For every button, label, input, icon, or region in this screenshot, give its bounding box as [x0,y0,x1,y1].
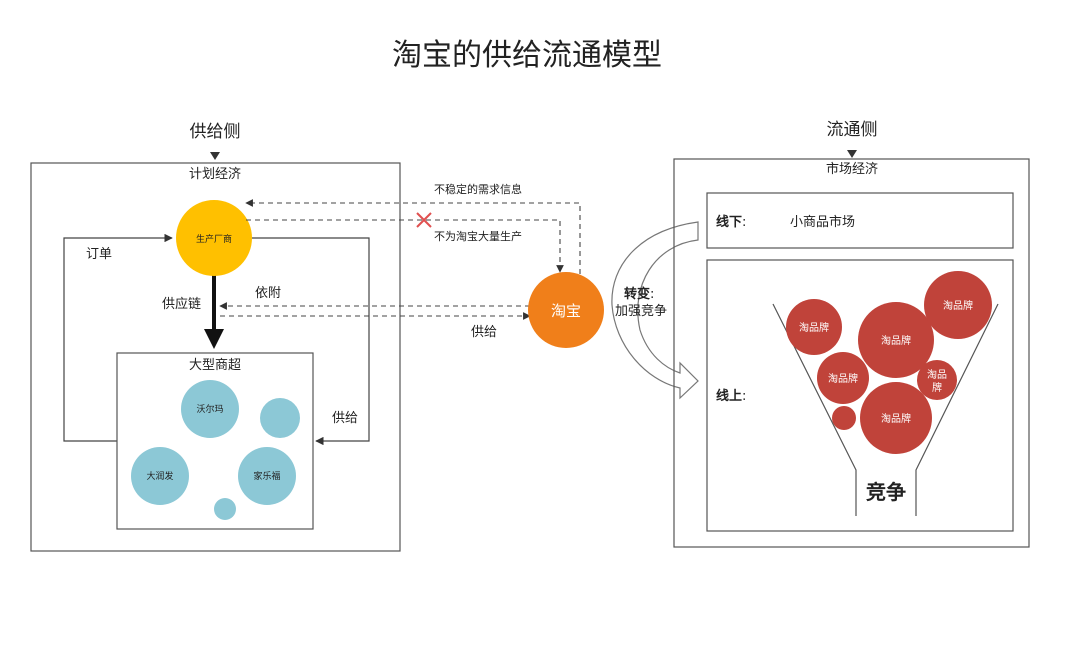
supermarket-box [116,352,314,530]
order-label: 订单 [86,247,112,262]
transform-subtitle: 加强竞争 [615,303,667,319]
manufacturer-label: 生产厂商 [196,233,232,245]
order-loop-line [63,233,173,442]
manufacturer-node [176,200,252,276]
supply-label: 供给 [332,411,358,426]
supply-side-frame [30,162,401,552]
supermarket-title: 大型商超 [189,358,241,373]
store-bubble-carrefour [238,447,296,505]
taobao-supply-label: 供给 [471,325,497,340]
transform-curved-arrow [611,221,699,400]
brand-bubble-7 [832,406,856,430]
diagram-title: 淘宝的供给流通模型 [392,38,662,73]
store-bubble-blank-2 [214,498,236,520]
brand-bubble-4 [817,352,869,404]
unstable-demand-line [245,199,581,283]
circulation-economy-label: 市场经济 [826,161,878,177]
competition-label: 竞争 [866,480,906,504]
competition-funnel [772,303,999,516]
offline-label: 线下: [716,214,746,230]
online-label: 线上: [716,388,746,404]
supply-side-header: 供给侧 [190,122,241,142]
supply-chain-label: 供应链 [162,296,201,312]
brand-bubble-3 [924,271,992,339]
brand-bubble-5 [917,360,957,400]
offline-box [706,192,1014,249]
taobao-node [528,272,604,348]
brand-label-5-bottom: 牌 [932,381,942,394]
circulation-header-pointer-icon [847,150,857,158]
store-bubble-rtmart [131,447,189,505]
store-label-walmart: 沃尔玛 [196,403,223,415]
brand-label-2: 淘品牌 [881,334,911,347]
brand-bubble-1 [786,299,842,355]
brand-bubble-6 [860,382,932,454]
supply-header-pointer-icon [210,152,220,160]
unstable-demand-label: 不稳定的需求信息 [434,182,522,196]
offline-value: 小商品市场 [790,214,855,230]
circulation-side-frame [673,158,1030,548]
transform-title: 转变: [624,286,654,302]
store-bubble-walmart [181,380,239,438]
store-label-carrefour: 家乐福 [253,470,280,482]
taobao-label: 淘宝 [551,302,581,320]
brand-label-1: 淘品牌 [799,321,829,334]
supply-loop-line [252,237,370,446]
circulation-side-header: 流通侧 [827,120,878,140]
brand-label-3: 淘品牌 [943,299,973,312]
brand-label-6: 淘品牌 [881,412,911,425]
store-bubble-blank-1 [260,398,300,438]
depend-label: 依附 [255,286,281,301]
store-label-rtmart: 大润发 [146,470,173,482]
brand-label-5-top: 淘品 [927,368,947,381]
supply-economy-label: 计划经济 [189,167,241,182]
brand-bubble-2 [858,302,934,378]
no-mass-production-label: 不为淘宝大量生产 [434,229,522,243]
brand-label-4: 淘品牌 [828,372,858,385]
no-mass-production-line [246,219,564,273]
blocked-cross-icon [416,212,432,228]
